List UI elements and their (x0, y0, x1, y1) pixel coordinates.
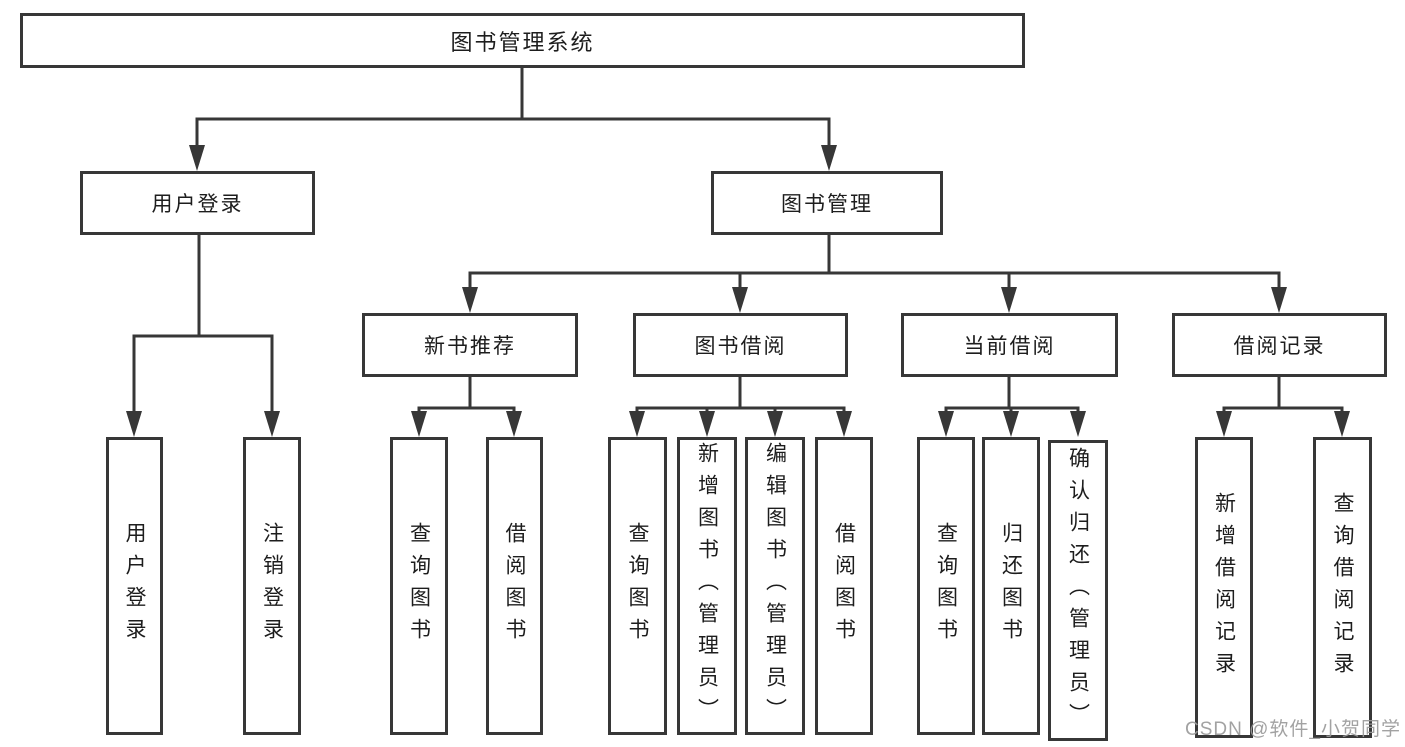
node-leaf-edit-book-admin: 编辑图书（管理员） (745, 437, 805, 735)
arrowhead-icon (1070, 411, 1086, 437)
watermark: CSDN @软件_小贺同学 (1185, 719, 1401, 740)
edges-root (189, 66, 837, 171)
arrowhead-icon (938, 411, 954, 437)
node-borrow-record: 借阅记录 (1172, 313, 1387, 377)
node-user-login: 用户登录 (80, 171, 315, 235)
node-leaf-query-book-recommend: 查询图书 (390, 437, 448, 735)
arrowhead-icon (699, 411, 715, 437)
node-new-book-recommend: 新书推荐 (362, 313, 578, 377)
edges-book-management (462, 233, 1287, 313)
node-book-management: 图书管理 (711, 171, 943, 235)
node-current-borrow: 当前借阅 (901, 313, 1118, 377)
node-leaf-add-book-admin: 新增图书（管理员） (677, 437, 737, 735)
arrowhead-icon (264, 411, 280, 437)
arrowhead-icon (506, 411, 522, 437)
node-leaf-query-borrow-record: 查询借阅记录 (1313, 437, 1372, 738)
node-leaf-add-borrow-record: 新增借阅记录 (1195, 437, 1253, 738)
edges-user-login (126, 233, 280, 437)
arrowhead-icon (1216, 411, 1232, 437)
node-leaf-logout: 注销登录 (243, 437, 301, 735)
edges-current-borrow (938, 375, 1086, 437)
arrowhead-icon (629, 411, 645, 437)
node-book-borrow: 图书借阅 (633, 313, 848, 377)
node-library-system: 图书管理系统 (20, 13, 1025, 68)
edges-borrow-record (1216, 375, 1350, 437)
arrowhead-icon (411, 411, 427, 437)
arrowhead-icon (126, 411, 142, 437)
arrowhead-icon (821, 145, 837, 171)
arrowhead-icon (836, 411, 852, 437)
node-leaf-user-login: 用户登录 (106, 437, 163, 735)
node-leaf-query-book-current: 查询图书 (917, 437, 975, 735)
arrowhead-icon (732, 287, 748, 313)
arrowhead-icon (462, 287, 478, 313)
arrowhead-icon (1003, 411, 1019, 437)
arrowhead-icon (767, 411, 783, 437)
node-leaf-return-book: 归还图书 (982, 437, 1040, 735)
arrowhead-icon (1271, 287, 1287, 313)
arrowhead-icon (189, 145, 205, 171)
node-leaf-query-book-borrow: 查询图书 (608, 437, 667, 735)
node-leaf-borrow-book: 借阅图书 (815, 437, 873, 735)
arrowhead-icon (1001, 287, 1017, 313)
arrowhead-icon (1334, 411, 1350, 437)
edges-new-book-recommend (411, 375, 522, 437)
node-leaf-confirm-return-admin: 确认归还（管理员） (1048, 440, 1108, 741)
node-leaf-borrow-book-recommend: 借阅图书 (486, 437, 543, 735)
edges-book-borrow (629, 375, 852, 437)
